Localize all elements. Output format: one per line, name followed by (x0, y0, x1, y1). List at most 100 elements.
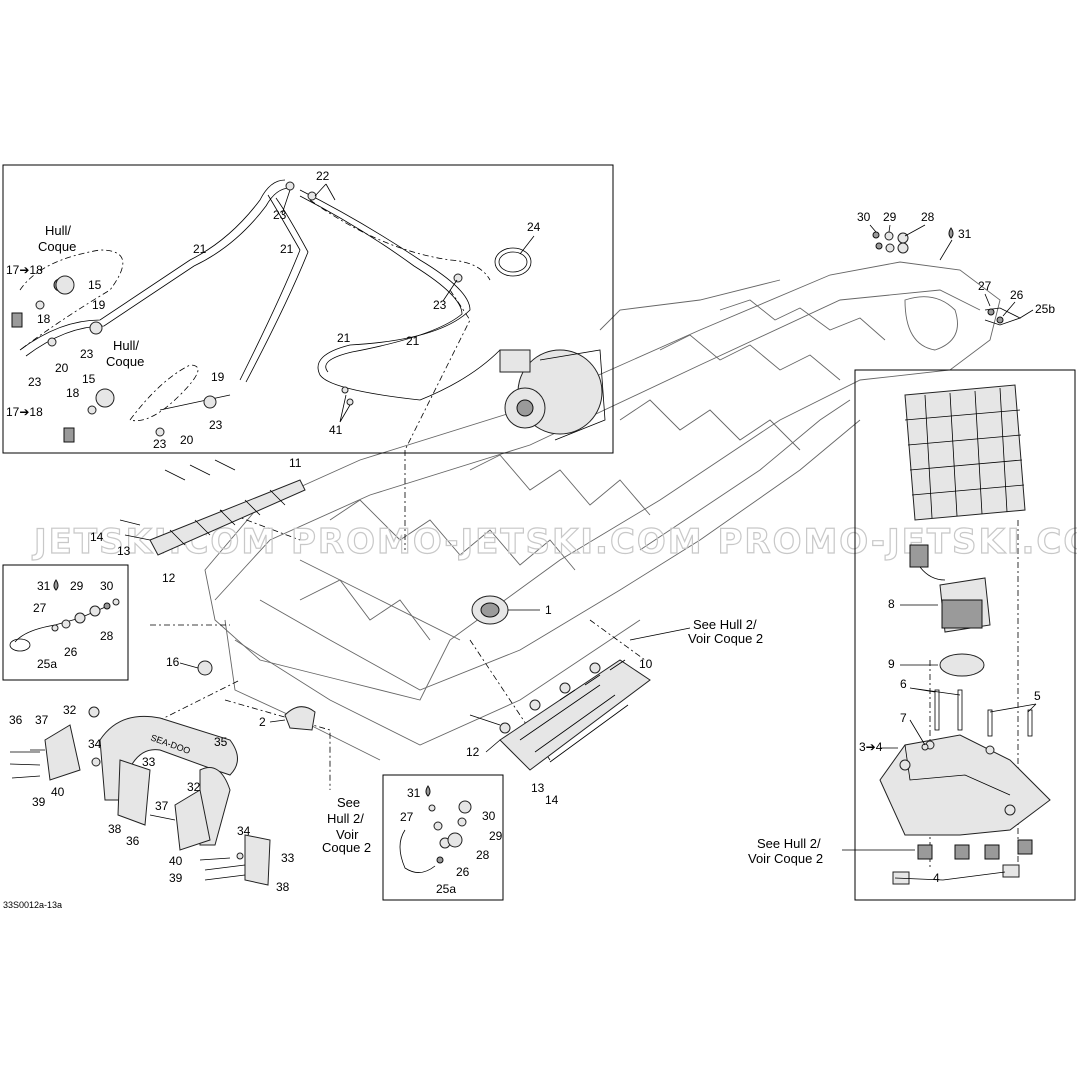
callout: 30 (482, 809, 496, 823)
callout: 27 (978, 279, 992, 293)
callout: 11 (289, 456, 302, 470)
see-hull2-left-a: See (337, 795, 360, 810)
callout: 39 (32, 795, 46, 809)
callout: 17➔18 (6, 263, 43, 277)
inset-hoses-labels: Hull/ Coque Hull/ Coque 17➔18 15 18 19 2… (6, 169, 541, 451)
callout: 28 (476, 848, 490, 862)
callout: 29 (70, 579, 84, 593)
callout: 38 (108, 822, 122, 836)
see-hull2-left-c: Voir (336, 827, 359, 842)
callout: 38 (276, 880, 290, 894)
callout: 27 (33, 601, 47, 615)
adhesive-drop-icon (425, 785, 431, 797)
see-hull2-left-b: Hull 2/ (327, 811, 364, 826)
callout: 19 (211, 370, 225, 384)
callout: 34 (237, 824, 251, 838)
callout: 25a (436, 882, 456, 896)
callout: 18 (66, 386, 80, 400)
callout: 3➔4 (859, 740, 883, 754)
see-hull2-top-a: See Hull 2/ (693, 617, 757, 632)
inset-hoses (11, 179, 606, 443)
see-hull2-right-a: See Hull 2/ (757, 836, 821, 851)
callout: 23 (273, 208, 287, 222)
callout: 17➔18 (6, 405, 43, 419)
callout: 40 (169, 854, 183, 868)
callout: 23 (153, 437, 167, 451)
see-hull2-top-b: Voir Coque 2 (688, 631, 763, 646)
grab-handle-lower: 10 12 13 14 See Hull 2/ Voir Coque 2 (466, 617, 763, 807)
inset-hoses-box (2, 164, 614, 454)
grab-handle-upper: 11 14 13 12 (90, 456, 306, 585)
callout: 12 (466, 745, 480, 759)
callout: 26 (456, 865, 470, 879)
callout: 1 (545, 603, 552, 617)
callout: 13 (531, 781, 545, 795)
callout: 37 (155, 799, 169, 813)
callout: 28 (100, 629, 114, 643)
inset-module-box (854, 369, 1076, 901)
callout: 20 (55, 361, 69, 375)
callout: 26 (64, 645, 78, 659)
callout: 33 (281, 851, 295, 865)
callout: 31 (37, 579, 51, 593)
inset-grommet-bottom-box (382, 774, 504, 901)
rear-handle-assembly: SEA-DOO 32 32 33 33 34 34 35 36 36 37 37… (9, 703, 371, 894)
callout: 5 (1034, 689, 1041, 703)
assembly-lines (119, 289, 1019, 870)
callout: 8 (888, 597, 895, 611)
callout: 29 (883, 210, 897, 224)
callout: 36 (126, 834, 140, 848)
callout: 22 (316, 169, 330, 183)
callout: 33 (142, 755, 156, 769)
callout: 21 (406, 334, 420, 348)
callout: 21 (193, 242, 207, 256)
see-hull2-left-d: Coque 2 (322, 840, 371, 855)
hull-coque-note-1a: Hull/ (45, 223, 71, 238)
hull-coque-note-1b: Coque (38, 239, 76, 254)
callout: 25b (1035, 302, 1055, 316)
callout: 4 (933, 871, 940, 885)
figure-ref: 33S0012a-13a (3, 900, 62, 910)
inset-grommet-left: 31 29 30 27 28 26 25a (9, 579, 120, 671)
callout: 39 (169, 871, 183, 885)
adhesive-drop-icon (53, 579, 59, 591)
callout: 23 (80, 347, 94, 361)
adhesive-drop-icon (948, 227, 954, 239)
top-right-fasteners: 30 29 28 31 27 26 25b (857, 210, 1055, 326)
callout: 26 (1010, 288, 1024, 302)
callout: 29 (489, 829, 503, 843)
callout: 36 (9, 713, 23, 727)
callout: 15 (88, 278, 102, 292)
callout: 19 (92, 298, 106, 312)
hull-coque-note-2a: Hull/ (113, 338, 139, 353)
callout: 23 (28, 375, 42, 389)
callout: 23 (433, 298, 447, 312)
callout: 35 (214, 735, 228, 749)
callout: 41 (329, 423, 343, 437)
callout: 30 (857, 210, 871, 224)
callout: 9 (888, 657, 895, 671)
callout: 25a (37, 657, 57, 671)
callout: 10 (639, 657, 653, 671)
vent-items: 1 2 16 (166, 595, 552, 731)
callout: 15 (82, 372, 96, 386)
callout: 28 (921, 210, 935, 224)
callout: 7 (900, 711, 907, 725)
callout: 32 (63, 703, 77, 717)
callout: 12 (162, 571, 176, 585)
inset-module: 8 9 6 5 7 3➔4 4 See Hull 2/ Voir Coque 2 (748, 384, 1051, 885)
callout: 23 (209, 418, 223, 432)
callout: 31 (407, 786, 421, 800)
callout: 21 (280, 242, 294, 256)
callout: 20 (180, 433, 194, 447)
callout: 14 (545, 793, 559, 807)
hull-body (204, 261, 1001, 761)
callout: 27 (400, 810, 414, 824)
callout: 21 (337, 331, 351, 345)
callout: 31 (958, 227, 972, 241)
callout: 34 (88, 737, 102, 751)
callout: 16 (166, 655, 180, 669)
hull-coque-note-2b: Coque (106, 354, 144, 369)
callout: 18 (37, 312, 51, 326)
